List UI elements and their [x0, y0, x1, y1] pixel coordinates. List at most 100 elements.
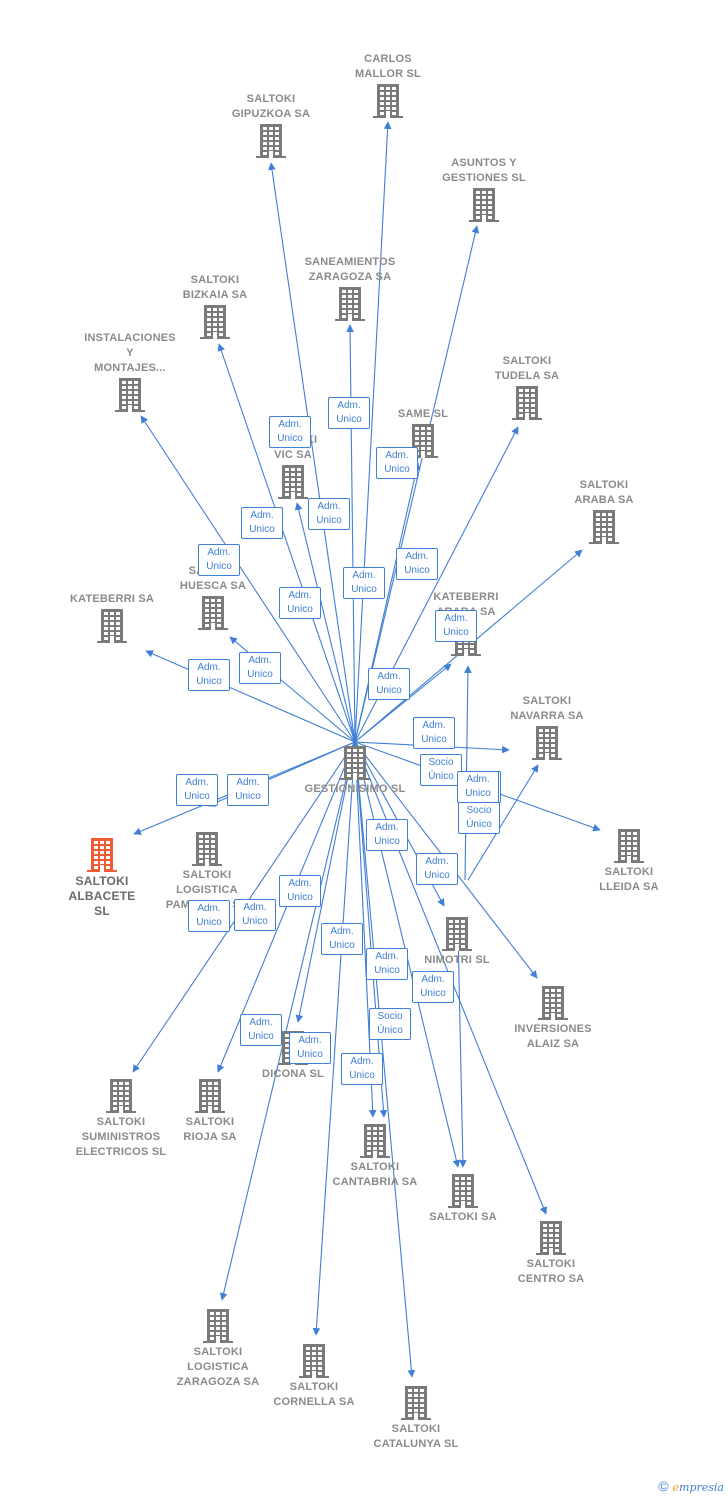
company-inversiones-alaiz[interactable]: INVERSIONES ALAIZ SA	[483, 984, 623, 1052]
company-label: SALTOKI ARABA SA	[574, 479, 634, 506]
edge-gestionisimo-to-kateberri	[145, 650, 356, 743]
building-icon	[614, 829, 644, 863]
company-saltoki-bizkaia[interactable]: SALTOKI BIZKAIA SA	[145, 273, 285, 341]
building-icon	[512, 386, 542, 420]
company-instalaciones-montajes[interactable]: INSTALACIONES Y MONTAJES...	[60, 331, 200, 414]
edge-gestionisimo-to-dicona	[295, 741, 356, 1023]
building-icon	[195, 1079, 225, 1113]
company-saltoki-suministros[interactable]: SALTOKI SUMINISTROS ELECTRICOS SL	[51, 1077, 191, 1160]
company-label: SALTOKI SA	[429, 1211, 497, 1223]
edge-label-asuntos_gestiones[interactable]: Adm. Unico	[376, 447, 418, 479]
company-saltoki-albacete[interactable]: SALTOKI ALBACETE SL	[32, 836, 172, 919]
edge-label-saltoki_sa[interactable]: Adm. Unico	[416, 853, 458, 885]
company-saltoki-lleida[interactable]: SALTOKI LLEIDA SA	[559, 827, 699, 895]
company-same[interactable]: SAME SL	[353, 407, 493, 460]
company-saltoki-cornella[interactable]: SALTOKI CORNELLA SA	[244, 1342, 384, 1410]
edge-label-kateberri[interactable]: Adm. Unico	[188, 659, 230, 691]
edge-label-saltoki_navarra[interactable]: Adm. Unico	[457, 771, 499, 803]
copyright-icon: ©	[658, 1478, 669, 1494]
company-label: NIMOTRI SL	[424, 954, 490, 966]
edge-gestionisimo-to-asuntos_gestiones	[354, 225, 480, 743]
edge-label-saltoki_huesca[interactable]: Adm. Unico	[239, 652, 281, 684]
edge-label-inversiones_alaiz[interactable]: Adm. Unico	[366, 819, 408, 851]
building-icon	[589, 510, 619, 544]
company-saltoki-cantabria[interactable]: SALTOKI CANTABRIA SA	[305, 1122, 445, 1190]
company-saneamientos-zaragoza[interactable]: SANEAMIENTOS ZARAGOZA SA	[280, 255, 420, 323]
building-icon	[278, 465, 308, 499]
building-icon	[106, 1079, 136, 1113]
company-label: SAME SL	[397, 408, 449, 420]
company-label: INSTALACIONES Y MONTAJES...	[84, 332, 176, 374]
building-icon	[360, 1124, 390, 1158]
company-label: SALTOKI LLEIDA SA	[599, 866, 659, 893]
edge-gestionisimo-to-instalaciones_montajes	[140, 415, 356, 743]
brand-logo[interactable]: empresia	[672, 1481, 724, 1494]
edge-label-kateberri_araba[interactable]: Socio Único	[458, 802, 500, 834]
company-label: ASUNTOS Y GESTIONES SL	[442, 157, 526, 184]
edge-gestionisimo-to-carlos_mallor	[354, 121, 392, 743]
company-saltoki-logistica-zaragoza[interactable]: SALTOKI LOGISTICA ZARAGOZA SA	[148, 1307, 288, 1390]
company-saltoki-navarra[interactable]: SALTOKI NAVARRA SA	[477, 694, 617, 762]
edge-label-nimotri[interactable]: Socio Único	[420, 754, 462, 786]
company-label: SALTOKI CENTRO SA	[517, 1258, 585, 1285]
edge-label-saltoki_navarra[interactable]: Adm. Unico	[413, 717, 455, 749]
edge-label-saltoki_araba[interactable]: Adm. Unico	[435, 610, 477, 642]
edge-label-carlos_mallor[interactable]: Adm. Unico	[328, 397, 370, 429]
company-saltoki-rioja[interactable]: SALTOKI RIOJA SA	[140, 1077, 280, 1145]
company-nimotri[interactable]: NIMOTRI SL	[387, 915, 527, 968]
company-asuntos-gestiones[interactable]: ASUNTOS Y GESTIONES SL	[414, 156, 554, 224]
company-saltoki-sa[interactable]: SALTOKI SA	[393, 1172, 533, 1225]
edge-label-saltoki_gipuzkoa[interactable]: Adm. Unico	[269, 416, 311, 448]
building-icon	[192, 832, 222, 866]
building-icon	[340, 746, 370, 780]
edge-label-saneamientos_zaragoza[interactable]: Adm. Unico	[308, 498, 350, 530]
brand-footer: ©empresia	[658, 1478, 724, 1494]
building-icon	[538, 986, 568, 1020]
company-label: SANEAMIENTOS ZARAGOZA SA	[304, 256, 396, 283]
building-icon	[335, 287, 365, 321]
edge-gestionisimo-to-saltoki_cornella	[312, 741, 356, 1336]
building-icon	[97, 609, 127, 643]
edge-nimotri-to-saltoki_navarra	[467, 764, 539, 881]
building-icon	[536, 1221, 566, 1255]
company-saltoki-araba[interactable]: SALTOKI ARABA SA	[534, 478, 674, 546]
edge-label-saltoki_rioja[interactable]: Adm. Unico	[234, 899, 276, 931]
building-icon	[299, 1344, 329, 1378]
company-label: SALTOKI TUDELA SA	[494, 355, 560, 382]
company-saltoki-centro[interactable]: SALTOKI CENTRO SA	[481, 1219, 621, 1287]
company-label: DICONA SL	[262, 1068, 324, 1080]
company-label: SALTOKI ALBACETE SL	[68, 874, 136, 918]
edge-label-saltoki_cantabria[interactable]: Socio Único	[369, 1008, 411, 1040]
edge-nimotri-to-saltoki_sa	[457, 929, 467, 1168]
company-label: INVERSIONES ALAIZ SA	[514, 1023, 592, 1050]
edge-label-saltoki_cornella[interactable]: Adm. Unico	[289, 1032, 331, 1064]
edge-label-saltoki_logistica_zaragoza[interactable]: Adm. Unico	[240, 1014, 282, 1046]
edge-label-saltoki_suministros[interactable]: Adm. Unico	[188, 900, 230, 932]
edge-label-saltoki_catalunya[interactable]: Adm. Unico	[341, 1053, 383, 1085]
edge-label-instalaciones_montajes[interactable]: Adm. Unico	[198, 544, 240, 576]
company-label: KATEBERRI SA	[69, 593, 155, 605]
edge-label-saltoki_centro[interactable]: Adm. Unico	[412, 971, 454, 1003]
edge-label-saltoki_tudela[interactable]: Adm. Unico	[396, 548, 438, 580]
building-icon	[401, 1386, 431, 1420]
edge-label-saltoki_logistica_pamplona[interactable]: Adm. Unico	[227, 774, 269, 806]
edge-gestionisimo-to-saltoki_logistica_zaragoza	[219, 741, 356, 1301]
company-label: SALTOKI GIPUZKOA SA	[231, 93, 311, 120]
edge-label-kateberri_araba[interactable]: Adm. Unico	[368, 668, 410, 700]
company-gestionisimo[interactable]: GESTIONISIMO SL	[285, 744, 425, 797]
company-saltoki-catalunya[interactable]: SALTOKI CATALUNYA SL	[346, 1384, 486, 1452]
company-saltoki-tudela[interactable]: SALTOKI TUDELA SA	[457, 354, 597, 422]
edge-label-saltoki_vic[interactable]: Adm. Unico	[279, 587, 321, 619]
company-saltoki-gipuzkoa[interactable]: SALTOKI GIPUZKOA SA	[201, 92, 341, 160]
building-icon	[115, 378, 145, 412]
edge-label-saltoki_cantabria[interactable]: Adm. Unico	[321, 923, 363, 955]
company-carlos-mallor[interactable]: CARLOS MALLOR SL	[318, 52, 458, 120]
edge-label-saltoki_sa[interactable]: Adm. Unico	[366, 948, 408, 980]
edge-label-same[interactable]: Adm. Unico	[343, 567, 385, 599]
edge-label-saltoki_albacete[interactable]: Adm. Unico	[176, 774, 218, 806]
company-kateberri[interactable]: KATEBERRI SA	[42, 592, 182, 645]
company-label: SALTOKI CANTABRIA SA	[332, 1161, 418, 1188]
edge-label-saltoki_bizkaia[interactable]: Adm. Unico	[241, 507, 283, 539]
edge-label-dicona[interactable]: Adm. Unico	[279, 875, 321, 907]
building-icon	[198, 596, 228, 630]
